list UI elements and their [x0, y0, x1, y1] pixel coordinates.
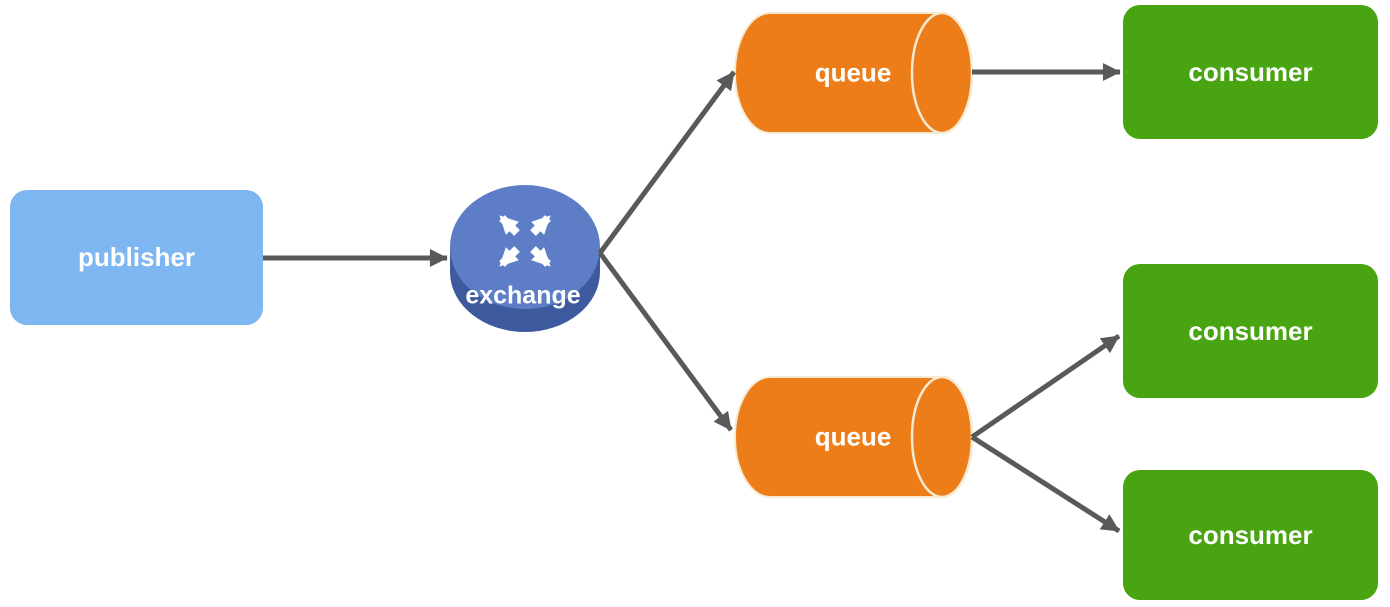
- edge-exchange-queue-top: [597, 70, 737, 255]
- consumer-bottom-label: consumer: [1188, 519, 1313, 550]
- consumer-top-node: consumer: [1123, 5, 1378, 139]
- queue-bottom-cap: [910, 375, 974, 499]
- publisher-node: publisher: [10, 190, 263, 325]
- exchange-label: exchange: [465, 281, 581, 310]
- exchange-cylinder-top: [450, 185, 600, 309]
- router-arrows-icon: [499, 215, 551, 267]
- queue-top-cap: [910, 11, 974, 135]
- edge-queue-bottom-consumer-middle: [970, 333, 1121, 440]
- consumer-top-label: consumer: [1188, 56, 1313, 87]
- edges: [263, 63, 1121, 534]
- edge-queue-bottom-consumer-bottom: [970, 434, 1121, 534]
- consumer-middle-label: consumer: [1188, 315, 1313, 346]
- queue-bottom-label: queue: [814, 421, 892, 452]
- exchange-node: [450, 185, 600, 332]
- publisher-label: publisher: [77, 242, 195, 272]
- edge-exchange-queue-bottom: [597, 251, 734, 432]
- queue-top-node: [734, 11, 974, 135]
- queue-bottom-node: [734, 375, 974, 499]
- queue-top-label: queue: [814, 57, 892, 88]
- consumer-bottom-node: consumer: [1123, 470, 1378, 600]
- consumer-middle-node: consumer: [1123, 264, 1378, 398]
